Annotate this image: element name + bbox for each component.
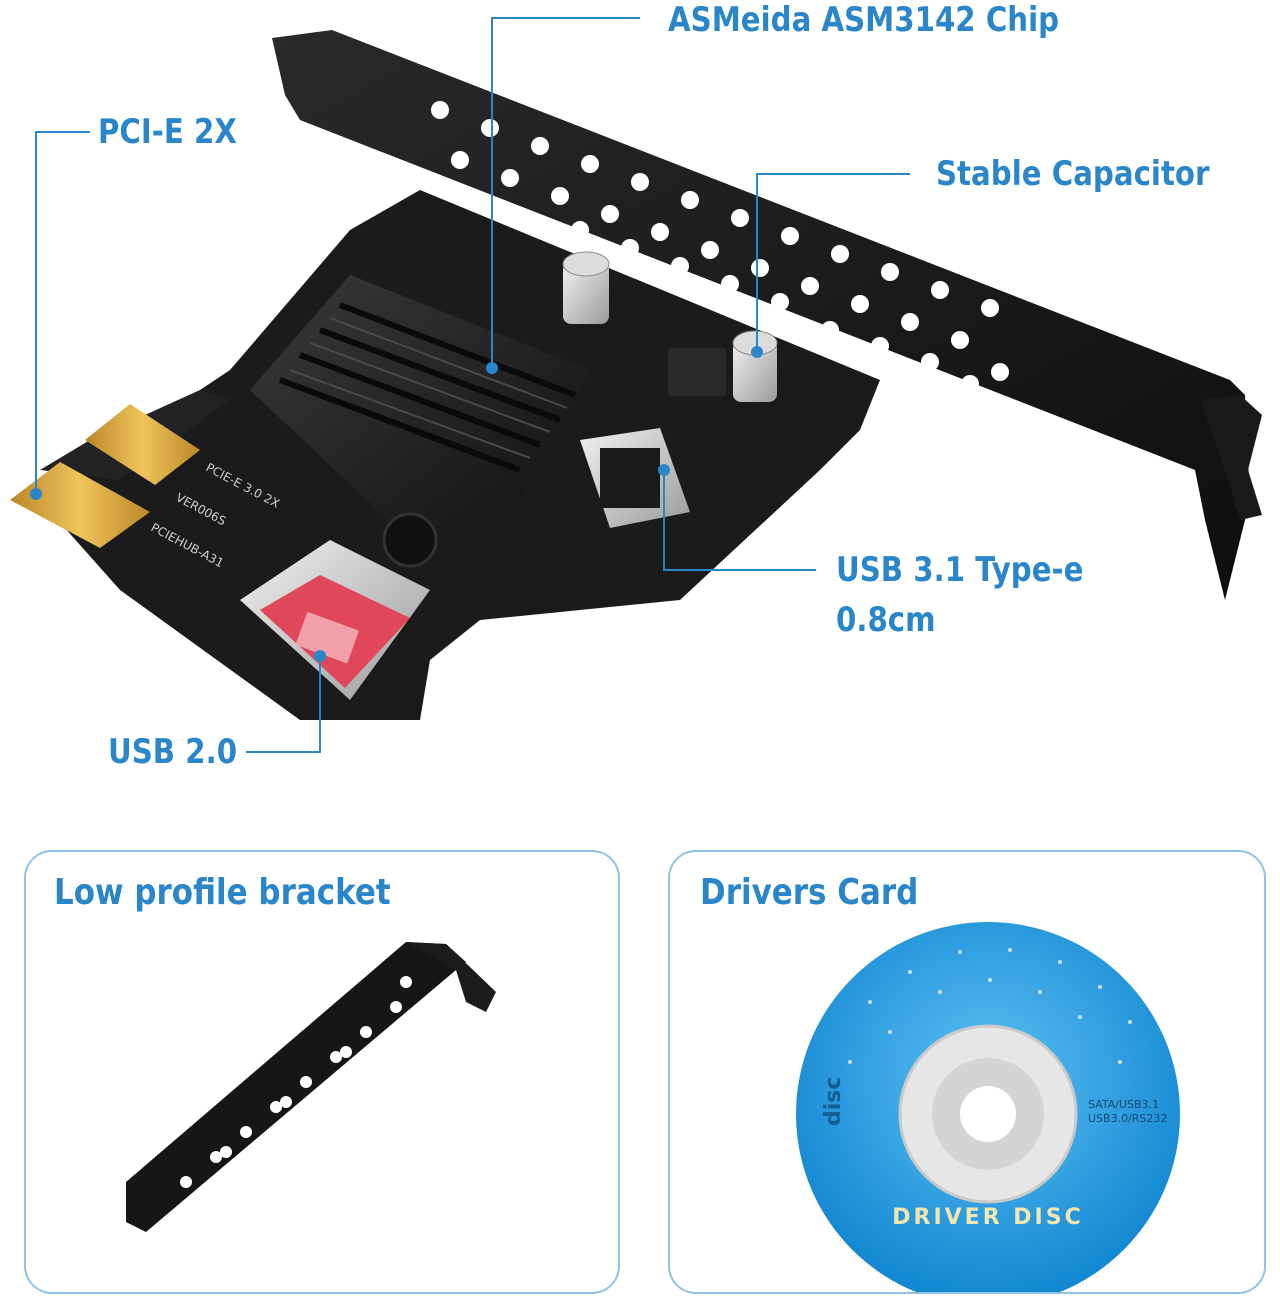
capacitors [562,251,778,402]
gold-fingers [10,404,200,548]
leader-dots [30,346,763,662]
usb2-port [240,540,430,700]
driver-disc-image: disc SATA/USB3.1 USB3.0/RS232 DRIVER DIS… [796,922,1180,1292]
callout-pcie: PCI-E 2X [98,112,237,152]
bracket-panel-title: Low profile bracket [54,872,391,913]
heatsink [250,275,590,540]
callout-capacitor: Stable Capacitor [936,154,1210,194]
bracket-vent-holes [431,101,1009,399]
disc-side-text-2: USB3.0/RS232 [1088,1112,1167,1125]
low-profile-bracket-image [126,942,496,1232]
disc-side-text-1: SATA/USB3.1 [1088,1098,1159,1111]
inductor [382,512,438,568]
callout-usb31: USB 3.1 Type-e [836,550,1084,590]
drivers-panel: Drivers Card disc SATA/USB3.1 USB3.0 [668,850,1266,1294]
pcie-card-illustration: PCIE-E 3.0 2X VER006S PCIEHUB-A31 [10,17,1262,753]
disc-logo-text: disc [821,1077,846,1126]
bracket-panel: Low profile bracket [24,850,620,1294]
type-e-connector [580,428,690,528]
full-height-bracket [272,30,1262,600]
callout-usb31-size: 0.8cm [836,600,936,640]
leader-lines [35,17,910,753]
callout-usb20: USB 2.0 [108,732,238,772]
disc-label: DRIVER DISC [892,1205,1083,1230]
drivers-panel-title: Drivers Card [700,872,919,913]
callout-chip: ASMeida ASM3142 Chip [668,0,1060,40]
